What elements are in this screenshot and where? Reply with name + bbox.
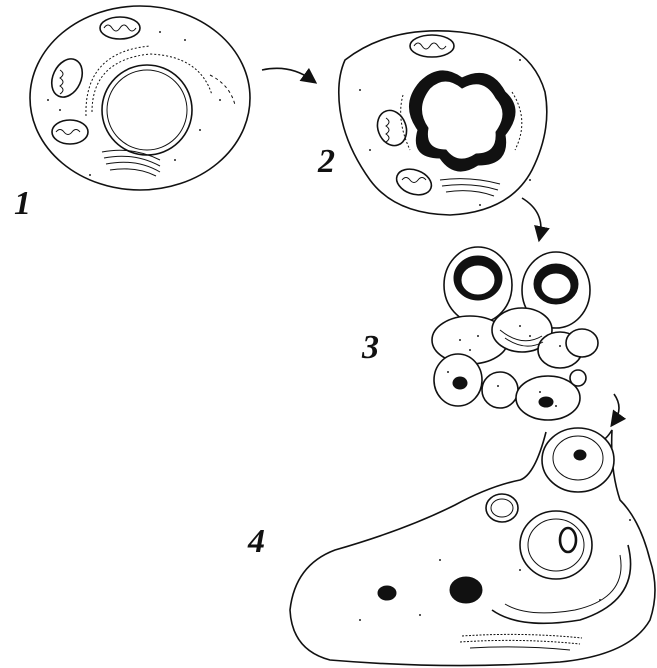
arrow-1-to-2 (262, 68, 312, 80)
cell-stage-3 (432, 247, 598, 420)
label-stage-2: 2 (317, 143, 335, 180)
arrow-3-to-4 (614, 394, 619, 422)
label-stage-1: 1 (14, 185, 31, 222)
cell-stage-4 (290, 428, 655, 666)
cell-stage-1 (30, 6, 250, 190)
arrow-2-to-3 (522, 198, 541, 236)
cell-stage-2 (339, 31, 547, 215)
label-stage-4: 4 (247, 523, 265, 560)
label-stage-3: 3 (361, 329, 379, 366)
